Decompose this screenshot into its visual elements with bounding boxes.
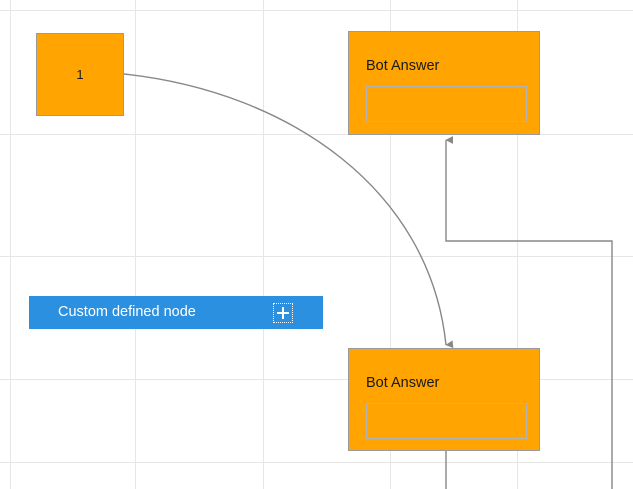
- bot-answer-top-slot[interactable]: [366, 86, 527, 122]
- node-1[interactable]: 1: [36, 33, 124, 116]
- bot-answer-bottom-title: Bot Answer: [366, 375, 440, 391]
- bot-answer-bottom[interactable]: Bot Answer: [348, 348, 540, 451]
- custom-defined-node-bar[interactable]: Custom defined node: [29, 296, 323, 329]
- bot-answer-bottom-slot[interactable]: [366, 403, 527, 439]
- bot-answer-top[interactable]: Bot Answer: [348, 31, 540, 135]
- node-1-label: 1: [76, 67, 84, 82]
- custom-defined-node-label: Custom defined node: [58, 304, 196, 321]
- plus-icon[interactable]: [273, 302, 293, 323]
- bot-answer-top-title: Bot Answer: [366, 58, 440, 74]
